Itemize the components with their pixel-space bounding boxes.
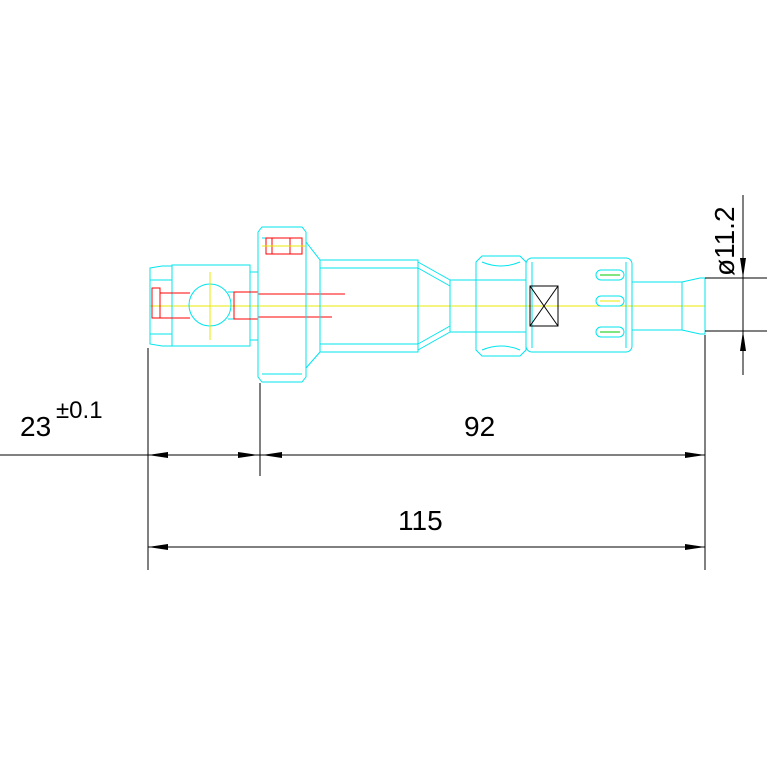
left-red-features bbox=[151, 287, 345, 320]
hex-nut bbox=[475, 255, 527, 357]
diameter-dimension-line bbox=[740, 195, 746, 375]
right-shaft bbox=[631, 277, 706, 335]
dimension-line-115 bbox=[148, 544, 705, 550]
main-cylinder bbox=[305, 241, 419, 369]
dim-diameter: ø11.2 bbox=[709, 206, 740, 276]
extension-lines bbox=[147, 277, 767, 570]
dimension-line-23-92 bbox=[0, 452, 705, 458]
dim-total-length: 115 bbox=[398, 505, 443, 536]
connector-body bbox=[525, 257, 633, 353]
dim-left-length: 23 bbox=[20, 411, 51, 442]
dim-right-length: 92 bbox=[464, 411, 495, 442]
dim-left-tolerance: ±0.1 bbox=[56, 397, 103, 424]
flange bbox=[257, 226, 307, 383]
